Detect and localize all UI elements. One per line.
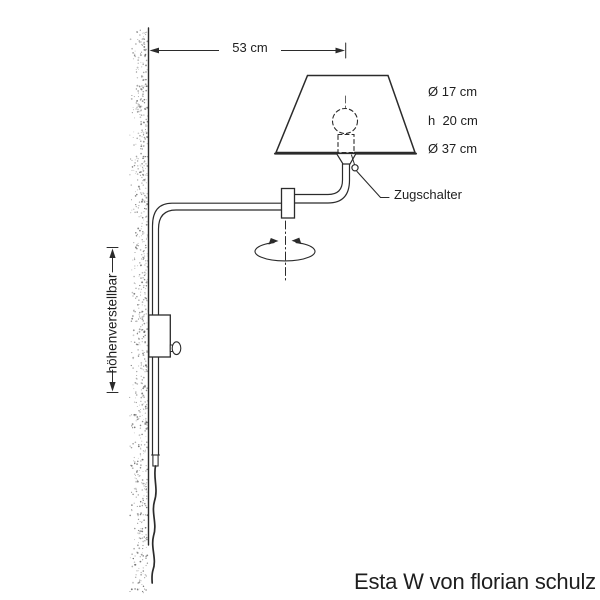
pole-end-cap bbox=[152, 454, 159, 467]
height-adjust-dimension bbox=[106, 247, 119, 393]
shade-bottom-diameter-label: Ø 37 cm bbox=[428, 141, 478, 156]
rotation-indicator bbox=[254, 220, 316, 282]
pull-switch-label: Zugschalter bbox=[394, 187, 462, 202]
dimension-arrow-right bbox=[335, 47, 345, 54]
power-cable bbox=[151, 465, 157, 584]
shade-top-diameter-label: Ø 17 cm bbox=[428, 84, 478, 99]
pull-switch-leader-line bbox=[356, 170, 390, 199]
dimension-arrow-left bbox=[149, 47, 159, 54]
dimension-arrow-up bbox=[109, 248, 116, 258]
dimension-arrow-down bbox=[109, 382, 116, 392]
bracket-knob-icon bbox=[171, 341, 182, 356]
bulb-socket bbox=[337, 133, 355, 154]
light-bulb-icon bbox=[331, 107, 359, 135]
wall-texture-stipple bbox=[129, 29, 149, 594]
lamp-arm-tube bbox=[293, 163, 351, 204]
wall-bracket bbox=[148, 314, 182, 358]
wall-arm-tube bbox=[151, 202, 283, 456]
shade-height-label: h 20 cm bbox=[428, 113, 478, 128]
arm-dimension-line bbox=[149, 42, 347, 59]
arm-dimension-label: 53 cm bbox=[219, 40, 281, 56]
pull-switch-bead bbox=[351, 164, 359, 172]
rotation-arrow-icon bbox=[254, 242, 316, 262]
height-adjustable-label: höhenverstellbar bbox=[104, 273, 120, 374]
product-caption: Esta W von florian schulz bbox=[354, 569, 596, 594]
swivel-joint-block bbox=[280, 187, 296, 219]
pull-cord bbox=[351, 154, 355, 165]
